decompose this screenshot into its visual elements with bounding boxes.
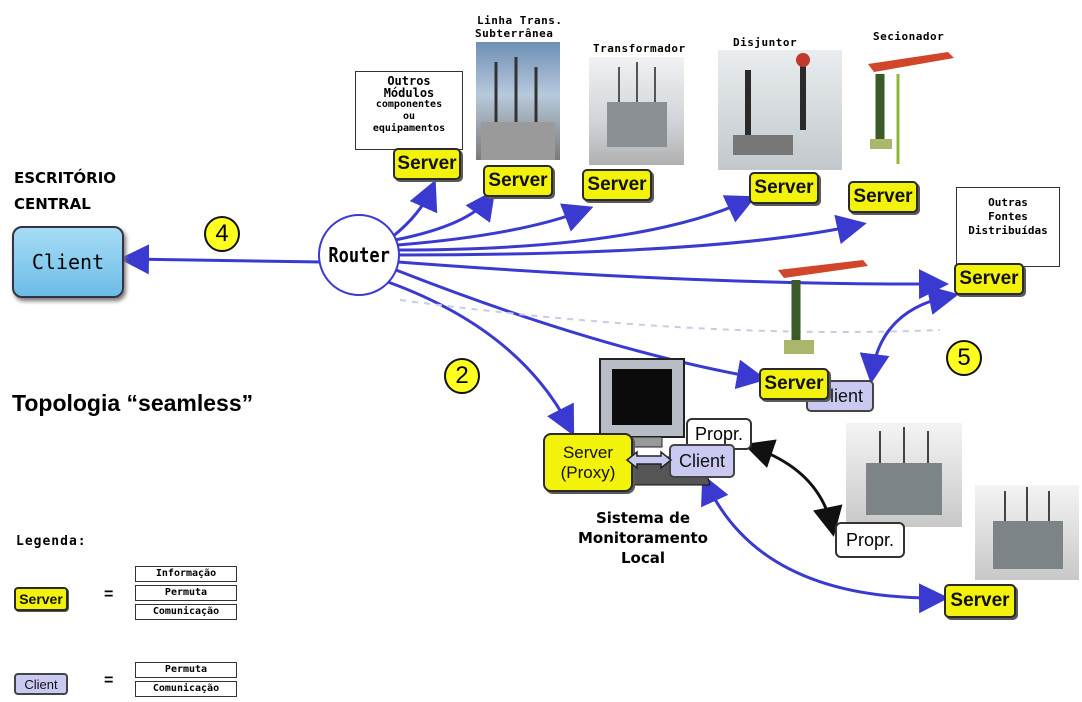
outras-fontes-line2: Fontes	[988, 210, 1028, 223]
photo-secionador	[858, 44, 962, 174]
wire-router-secionador	[397, 214, 867, 257]
photo-disjuntor	[718, 50, 842, 170]
legend-title: Legenda:	[16, 534, 87, 549]
proxy-client-link-icon	[625, 450, 673, 475]
server-transformador[interactable]: Server	[582, 169, 652, 201]
legend-client-tag: Client	[14, 673, 68, 695]
router[interactable]: Router	[318, 214, 400, 296]
monitor-caption-line1: Sistema de	[595, 509, 691, 527]
office-client-box[interactable]: Client	[12, 226, 124, 298]
legend-server-rows: Informação Permuta Comunicação	[135, 566, 237, 623]
wire-router-client	[119, 244, 323, 275]
server-disjuntor[interactable]: Server	[749, 172, 819, 204]
legend-server-row-comunicacao: Comunicação	[135, 604, 237, 620]
caption-transformador: Transformador	[593, 42, 686, 55]
monitor-caption: Sistema de Monitoramento Local	[548, 508, 738, 568]
server-secionador-2[interactable]: Server	[759, 368, 829, 400]
office-title-line1: ESCRITÓRIO	[14, 169, 117, 187]
outras-fontes-box: Outras Fontes Distribuídas	[956, 187, 1060, 267]
wire-router-secionador2	[395, 268, 767, 390]
server-outros-modulos[interactable]: Server	[393, 148, 461, 180]
outras-fontes-line1: Outras	[988, 196, 1028, 209]
server-proxy[interactable]: Server (Proxy)	[543, 433, 633, 492]
client-secionador[interactable]: Client	[806, 380, 874, 412]
office-title: ESCRITÓRIO CENTRAL	[14, 165, 116, 217]
legend-server-equals: =	[104, 586, 114, 603]
monitor-caption-line3: Local	[620, 549, 666, 567]
outros-modulos-line2: Módulos	[383, 86, 435, 100]
outros-modulos-line3: componentes	[375, 99, 443, 110]
step-number-2: 2	[444, 358, 480, 394]
caption-linha-line1: Linha Trans.	[477, 14, 563, 27]
outros-modulos-box: Outros Módulos componentes ou equipament…	[355, 71, 463, 150]
legend-client-row-comunicacao: Comunicação	[135, 681, 237, 697]
wire-router-transformador	[397, 203, 594, 247]
client-workstation-label: Client	[678, 450, 726, 471]
client-workstation[interactable]: Client	[669, 444, 735, 478]
server-linha-trans[interactable]: Server	[483, 165, 553, 197]
office-client-label: Client	[31, 250, 105, 274]
office-title-line2: CENTRAL	[14, 195, 91, 213]
legend-client-rows: Permuta Comunicação	[135, 662, 237, 700]
server-outras-fontes[interactable]: Server	[954, 263, 1024, 295]
legend-client-label: Client	[24, 676, 58, 692]
legend-server-row-informacao: Informação	[135, 566, 237, 582]
propr-transformador[interactable]: Propr.	[835, 522, 905, 558]
outros-modulos-line4: ou	[402, 111, 416, 122]
legend-client-equals: =	[104, 672, 114, 689]
photo-linha-trans	[476, 42, 560, 160]
outros-modulos-line1: Outros	[387, 74, 431, 88]
wire-router-disjuntor	[397, 195, 757, 252]
server-secionador[interactable]: Server	[848, 181, 918, 213]
router-label: Router	[328, 243, 390, 267]
monitor-caption-line2: Monitoramento	[577, 529, 708, 547]
caption-secionador: Secionador	[873, 30, 945, 43]
legend-client-row-permuta: Permuta	[135, 662, 237, 678]
outras-fontes-line3: Distribuídas	[968, 224, 1048, 237]
step-number-5: 5	[946, 340, 982, 376]
wire-router-linha	[394, 189, 496, 242]
caption-linha-line2: Subterrânea	[475, 27, 554, 40]
photo-secionador-2	[768, 252, 878, 372]
step-number-4: 4	[204, 216, 240, 252]
photo-transformador-3	[846, 423, 962, 527]
topology-title: Topologia “seamless”	[12, 390, 254, 416]
server-proxy-line1: Server	[562, 442, 614, 462]
photo-transformador-4	[975, 485, 1079, 580]
caption-disjuntor: Disjuntor	[733, 36, 798, 49]
outros-modulos-line5: equipamentos	[372, 123, 446, 134]
wire-client-server5	[859, 285, 959, 384]
legend-server-row-permuta: Permuta	[135, 585, 237, 601]
wire-propr-propr	[743, 439, 843, 537]
wire-router-outros	[391, 179, 438, 239]
server-proxy-line2: (Proxy)	[560, 462, 616, 482]
wire-router-proxy	[387, 280, 575, 437]
legend-server-tag: Server	[14, 587, 68, 611]
wire-proxy-server-bottom	[701, 473, 949, 614]
wire-router-outras-fontes	[397, 260, 949, 300]
photo-transformador	[589, 57, 684, 165]
server-transformador-bottom[interactable]: Server	[944, 584, 1016, 618]
